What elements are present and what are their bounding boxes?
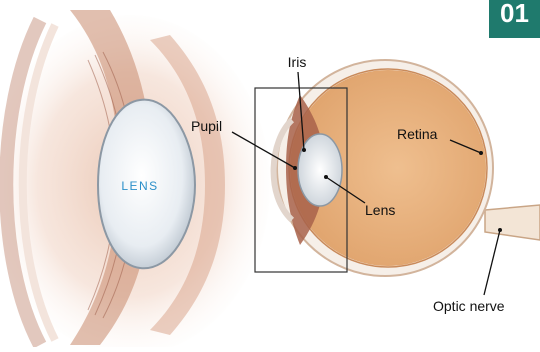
label-iris: Iris: [288, 54, 307, 70]
left-lens-closeup: LENS: [0, 10, 270, 347]
label-optic-nerve: Optic nerve: [433, 298, 505, 314]
leader-pupil-dot: [293, 166, 297, 170]
lens-closeup-label: LENS: [121, 179, 158, 193]
leader-optic-nerve: [484, 230, 500, 295]
page-number-badge: 01: [489, 0, 540, 38]
lens-small: [298, 134, 342, 206]
label-lens: Lens: [365, 202, 395, 218]
page-number-text: 01: [500, 0, 529, 28]
optic-nerve-shape: [485, 205, 540, 240]
leader-optic-nerve-dot: [498, 228, 502, 232]
leader-retina-dot: [479, 151, 483, 155]
leader-iris-dot: [302, 148, 306, 152]
leader-lens-dot: [324, 175, 328, 179]
label-retina: Retina: [397, 126, 438, 142]
label-pupil: Pupil: [191, 118, 222, 134]
